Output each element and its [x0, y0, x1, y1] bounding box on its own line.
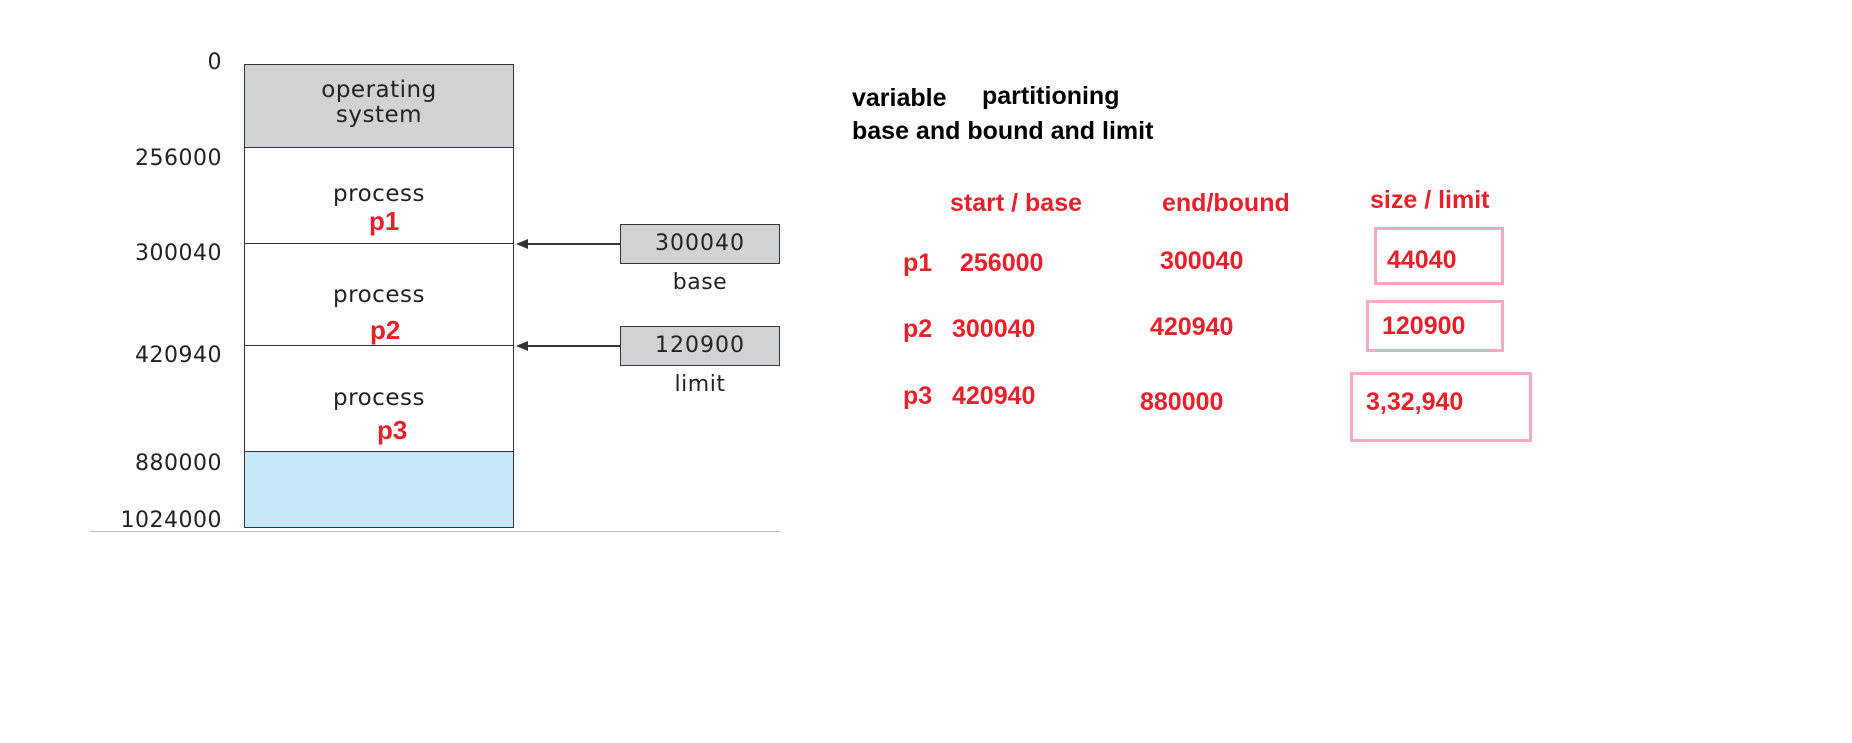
row-name-p3: p3 [903, 382, 933, 410]
base-register: 300040 [620, 224, 780, 264]
header-size-limit: size / limit [1370, 186, 1490, 214]
process-name-p2: p2 [370, 315, 401, 345]
notes-title-partitioning: partitioning [982, 82, 1120, 110]
address-label: 420940 [135, 343, 222, 368]
partition-divider [244, 451, 514, 452]
limit-register-caption: limit [674, 372, 726, 397]
process-block-p2 [244, 244, 514, 346]
row-start-p2: 300040 [952, 315, 1036, 343]
process-name-p1: p1 [369, 206, 400, 236]
process-block-p1 [244, 148, 514, 243]
partition-divider [244, 243, 514, 244]
partition-divider [244, 147, 514, 148]
process-name-p3: p3 [377, 415, 408, 445]
limit-register: 120900 [620, 326, 780, 366]
register-arrows [516, 239, 622, 351]
row-size-p3: 3,32,940 [1366, 388, 1464, 416]
address-label: 880000 [135, 451, 222, 476]
row-name-p2: p2 [903, 315, 933, 343]
header-start-base: start / base [950, 189, 1083, 217]
process-label: process [333, 385, 425, 411]
row-size-p1: 44040 [1387, 246, 1457, 274]
os-block-label: operating system [321, 77, 437, 128]
base-arrow-head [516, 239, 528, 249]
notes-subtitle: base and bound and limit [852, 117, 1154, 145]
address-label: 0 [207, 50, 222, 75]
row-start-p3: 420940 [952, 382, 1036, 410]
baseline [90, 531, 780, 532]
highlight-box [1366, 300, 1504, 352]
highlight-box [1350, 372, 1532, 442]
partition-divider [244, 345, 514, 346]
row-size-p2: 120900 [1382, 312, 1466, 340]
highlight-box [1374, 227, 1504, 285]
row-end-p1: 300040 [1160, 247, 1244, 275]
os-block [244, 64, 514, 148]
free-memory-block [244, 452, 514, 528]
process-label: process [333, 181, 425, 207]
process-block-p3 [244, 346, 514, 452]
address-label: 1024000 [120, 508, 222, 533]
row-name-p1: p1 [903, 249, 933, 277]
row-end-p2: 420940 [1150, 313, 1234, 341]
limit-arrow-head [516, 341, 528, 351]
row-start-p1: 256000 [960, 249, 1044, 277]
row-end-p3: 880000 [1140, 388, 1224, 416]
address-label: 256000 [135, 146, 222, 171]
process-label: process [333, 282, 425, 308]
notes-title-variable: variable [852, 84, 947, 112]
address-label: 300040 [135, 241, 222, 266]
base-register-caption: base [672, 270, 728, 295]
header-end-bound: end/bound [1162, 189, 1290, 217]
